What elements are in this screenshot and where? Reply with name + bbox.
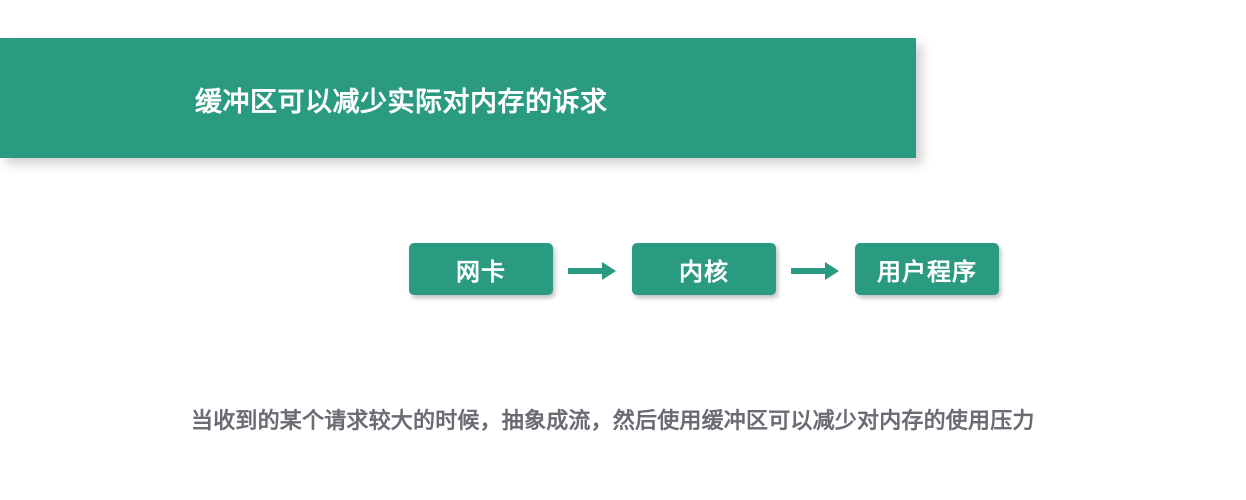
node-kernel: 内核 [632,243,776,295]
title-banner [0,38,916,158]
node-nic: 网卡 [409,243,553,295]
arrow-right-icon [791,262,839,280]
node-user-program: 用户程序 [855,243,999,295]
caption-text: 当收到的某个请求较大的时候，抽象成流，然后使用缓冲区可以减少对内存的使用压力 [191,409,1035,434]
banner-title: 缓冲区可以减少实际对内存的诉求 [195,87,608,118]
arrow-right-icon [568,262,616,280]
